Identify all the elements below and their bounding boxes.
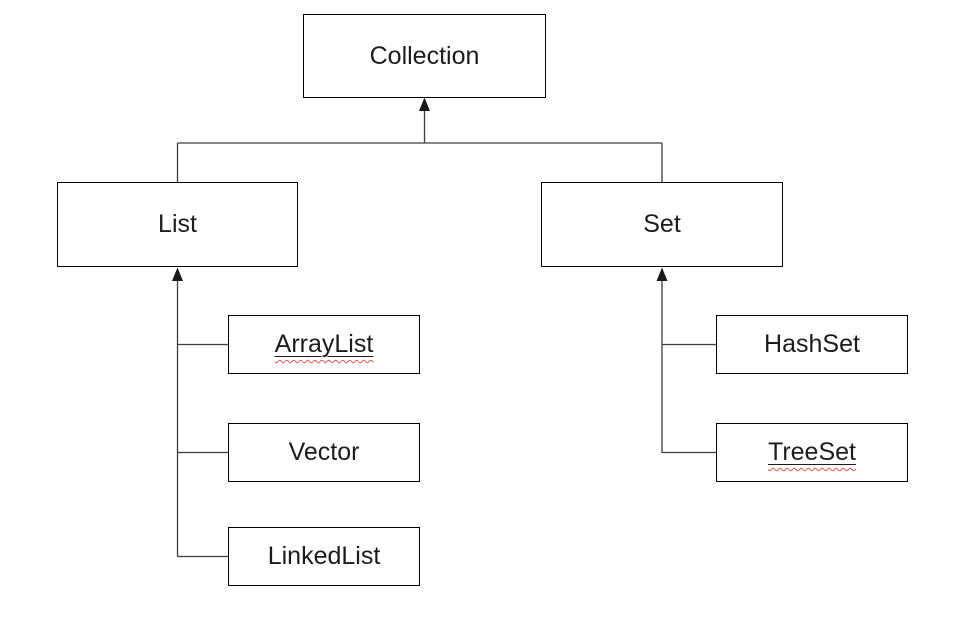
edge-to-list [176, 279, 228, 558]
arrow-up-icon [172, 267, 183, 281]
spellcheck-underline: TreeSet [767, 438, 856, 466]
arrow-up-icon [419, 97, 430, 111]
node-arraylist: ArrayList [228, 315, 420, 374]
node-collection-label: Collection [369, 41, 480, 70]
node-set-label: Set [643, 210, 681, 238]
node-hashset-label: HashSet [764, 330, 860, 358]
node-vector: Vector [228, 423, 420, 482]
node-list-label: List [158, 210, 197, 238]
node-hashset: HashSet [716, 315, 908, 374]
node-treeset-label: TreeSet [768, 440, 856, 465]
node-collection: Collection [303, 14, 546, 98]
spellcheck-underline: ArrayList [274, 330, 374, 358]
edge-to-set [661, 279, 716, 454]
node-linkedlist-label: LinkedList [267, 542, 381, 570]
arrow-up-icon [656, 267, 668, 281]
edge-to-collection [176, 108, 663, 182]
node-list: List [57, 182, 298, 267]
node-set: Set [541, 182, 783, 267]
node-linkedlist: LinkedList [228, 527, 420, 586]
node-vector-label: Vector [288, 438, 360, 466]
node-treeset: TreeSet [716, 423, 908, 482]
node-arraylist-label: ArrayList [275, 332, 374, 357]
